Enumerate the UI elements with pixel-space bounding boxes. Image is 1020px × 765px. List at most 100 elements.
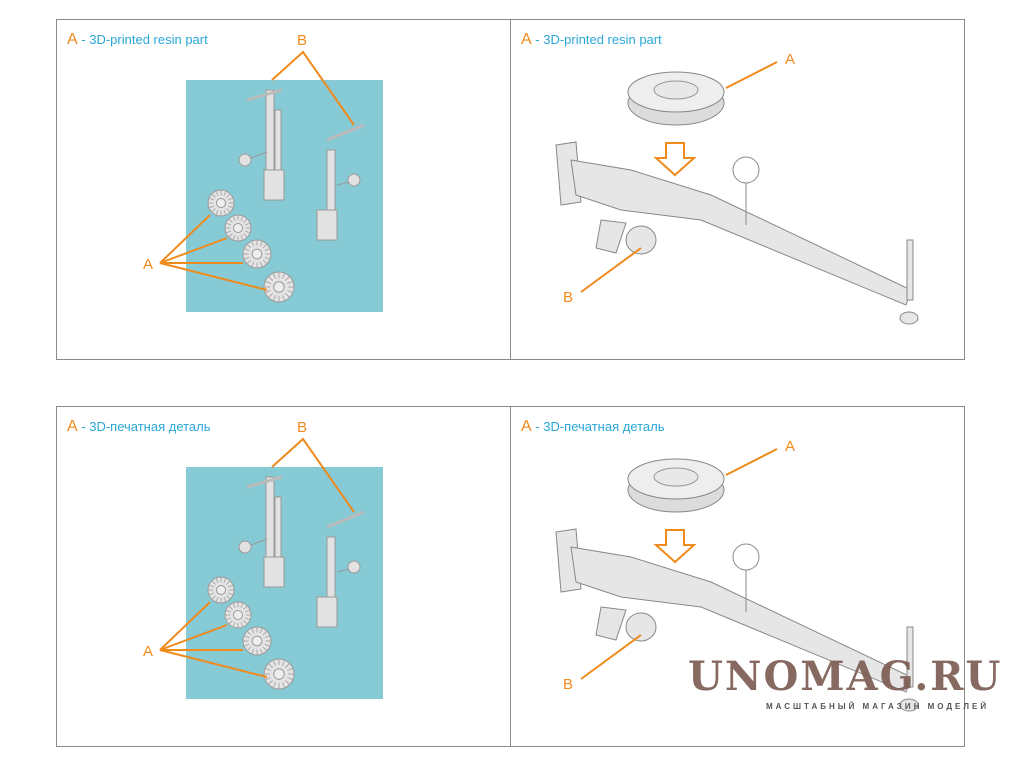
illustration-shape	[272, 682, 277, 689]
illustration-shape	[595, 219, 627, 254]
illustration-shape	[215, 197, 227, 209]
illustration-shape	[208, 584, 214, 588]
illustration-shape	[264, 635, 271, 639]
drum-magazine	[627, 458, 725, 513]
label-b: B	[297, 32, 308, 49]
caption-key: A	[67, 31, 78, 48]
illustration-shape	[225, 609, 231, 613]
gun-part	[238, 475, 285, 588]
illustration-shape	[223, 577, 227, 583]
illustration-shape	[208, 197, 214, 201]
illustration-shape	[240, 215, 244, 221]
illustration-shape	[225, 617, 231, 621]
illustration-shape	[245, 609, 251, 613]
drum-magazine	[224, 601, 252, 629]
illustration-shape	[251, 635, 263, 647]
gun-body	[555, 141, 919, 325]
illustration-shape	[264, 289, 271, 294]
arrow-down-icon	[653, 529, 697, 564]
illustration-shape	[245, 222, 251, 226]
illustration-shape	[264, 643, 271, 647]
illustration-shape	[285, 276, 290, 281]
illustration-shape	[281, 682, 286, 689]
illustration-shape	[245, 617, 251, 621]
illustration-shape	[251, 648, 255, 655]
illustration-shape	[223, 597, 227, 603]
caption-key: A	[521, 31, 532, 48]
illustration-shape	[287, 289, 294, 294]
illustration-shape	[240, 622, 244, 628]
illustration-shape	[232, 235, 236, 241]
illustration-shape	[243, 256, 250, 260]
illustration-shape	[580, 247, 642, 293]
illustration-shape	[215, 210, 219, 216]
illustration-shape	[228, 205, 234, 209]
illustration-shape	[268, 680, 273, 685]
gun-body	[555, 528, 919, 712]
illustration-shape	[232, 215, 236, 221]
caption: A - 3D-печатная деталь	[521, 418, 665, 436]
illustration-shape	[262, 646, 268, 652]
illustration-shape	[285, 680, 290, 685]
gun-part	[316, 123, 365, 241]
illustration-shape	[732, 543, 760, 571]
drum-magazine	[263, 271, 295, 303]
panel-parts-layout-en: A - 3D-printed resin part B A	[56, 19, 511, 360]
illustration-shape	[246, 243, 252, 249]
illustration-shape	[268, 276, 273, 281]
panel-assembly-en: A - 3D-printed resin part A B	[510, 19, 965, 360]
illustration-shape	[326, 510, 365, 529]
illustration-shape	[215, 584, 227, 596]
illustration-shape	[226, 595, 231, 600]
illustration-shape	[264, 248, 271, 252]
illustration-shape	[215, 577, 219, 583]
illustration-shape	[238, 540, 252, 554]
illustration-shape	[228, 620, 233, 625]
illustration-shape	[580, 634, 642, 680]
illustration-shape	[211, 208, 216, 213]
illustration-shape	[316, 596, 338, 628]
caption-text: - 3D-printed resin part	[531, 32, 662, 47]
leader-lines	[159, 437, 355, 678]
illustration-shape	[228, 605, 233, 610]
illustration-shape	[336, 181, 350, 186]
drum-magazine	[207, 576, 235, 604]
illustration-shape	[211, 193, 216, 198]
illustration-shape	[243, 605, 248, 610]
illustration-shape	[232, 609, 244, 621]
illustration-shape	[238, 153, 252, 167]
drum-magazine	[263, 658, 295, 690]
illustration-shape	[228, 197, 234, 201]
illustration-shape	[285, 293, 290, 298]
drum-magazine	[224, 214, 252, 242]
illustration-shape	[268, 293, 273, 298]
caption-text: - 3D-печатная деталь	[531, 419, 665, 434]
caption-text: - 3D-printed resin part	[77, 32, 208, 47]
leader-lines	[159, 50, 355, 291]
illustration-shape	[625, 612, 657, 642]
illustration-shape	[223, 210, 227, 216]
illustration-shape	[240, 602, 244, 608]
illustration-shape	[208, 592, 214, 596]
drum-magazine	[627, 71, 725, 126]
illustration-shape	[215, 190, 219, 196]
illustration-shape	[271, 50, 355, 126]
illustration-shape	[232, 622, 236, 628]
illustration-shape	[243, 248, 250, 252]
illustration-shape	[262, 243, 268, 249]
illustration-shape	[251, 627, 255, 634]
illustration-shape	[262, 259, 268, 265]
illustration-shape	[268, 663, 273, 668]
drum-magazine	[207, 189, 235, 217]
illustration-shape	[595, 606, 627, 641]
watermark-subtitle: МАСШТАБНЫЙ МАГАЗИН МОДЕЛЕЙ	[766, 702, 990, 711]
drum-magazine	[242, 239, 272, 269]
illustration-shape	[732, 156, 760, 184]
caption: A - 3D-printed resin part	[67, 31, 208, 49]
gun-illustration	[555, 61, 919, 325]
illustration-shape	[625, 225, 657, 255]
illustration-shape	[287, 280, 294, 285]
illustration-shape	[347, 560, 361, 574]
illustration-shape	[570, 159, 912, 306]
illustration-shape	[226, 208, 231, 213]
